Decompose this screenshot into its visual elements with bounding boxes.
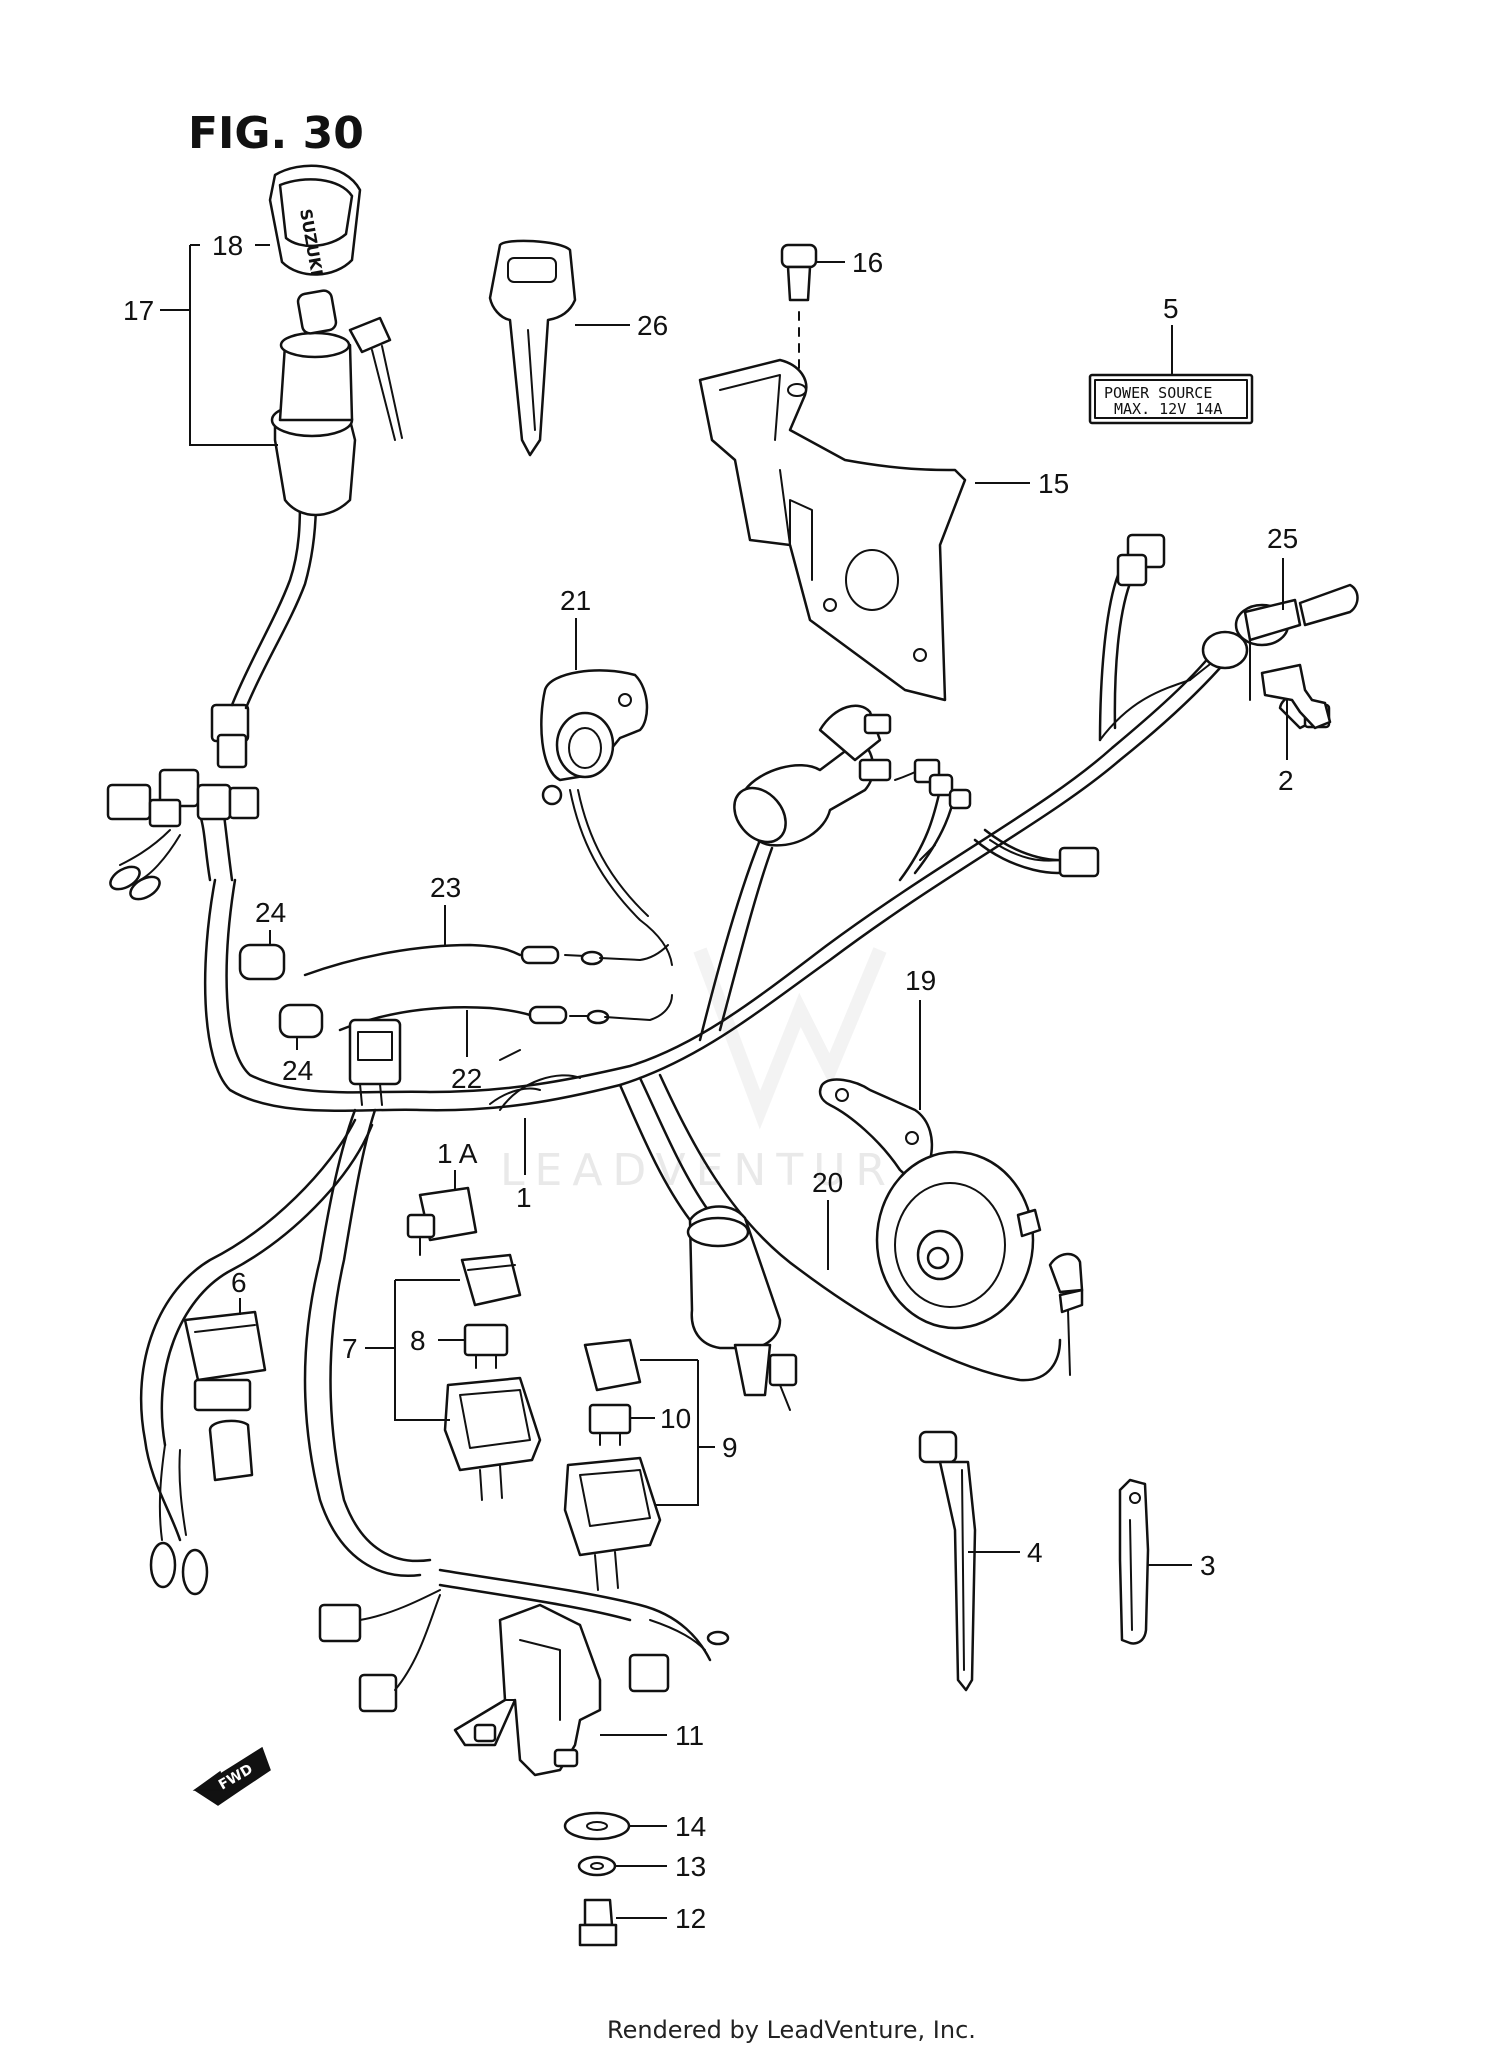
watermark: LEADVENTURE xyxy=(500,1145,934,1196)
power-source-label-plate: POWER SOURCE MAX. 12V 14A xyxy=(1088,373,1254,425)
callout-21: 21 xyxy=(560,585,591,616)
callout-24-lower: 24 xyxy=(282,1055,313,1086)
callout-10: 10 xyxy=(660,1403,691,1434)
wiring-harness xyxy=(139,573,1222,1662)
bracket-7-leader xyxy=(365,1279,460,1421)
washer-13 xyxy=(577,1855,617,1877)
callout-14: 14 xyxy=(675,1811,706,1842)
handlebar-switch xyxy=(540,669,673,966)
callout-25: 25 xyxy=(1267,523,1298,554)
callout-8: 8 xyxy=(410,1325,426,1356)
wire-lead-22 xyxy=(338,994,673,1032)
bracket xyxy=(698,358,967,702)
bracket-9-leader xyxy=(640,1359,715,1506)
figure-title: FIG. 30 xyxy=(188,108,364,159)
clamp-3 xyxy=(1118,1478,1150,1645)
ignition-coil-upper xyxy=(733,704,941,847)
callout-22: 22 xyxy=(451,1063,482,1094)
callout-4: 4 xyxy=(1027,1537,1043,1568)
fuse-10 xyxy=(588,1403,632,1446)
ignition-harness-connector xyxy=(210,498,318,769)
switch-25 xyxy=(1201,583,1359,730)
callout-24-upper: 24 xyxy=(255,897,286,928)
ignition-key-cap: SUZUKI xyxy=(268,164,362,277)
harness-small-connectors xyxy=(928,773,1100,878)
callout-19: 19 xyxy=(905,965,936,996)
ignition-bracket-leader xyxy=(160,244,278,446)
bolt-12 xyxy=(578,1898,618,1947)
callout-11: 11 xyxy=(675,1720,704,1751)
callout-16: 16 xyxy=(852,247,883,278)
plate-line-2: MAX. 12V 14A xyxy=(1114,400,1222,418)
ignition-coil-lower xyxy=(686,1205,798,1411)
callout-15: 15 xyxy=(1038,468,1069,499)
horn xyxy=(875,1150,1084,1376)
diode-24-lower xyxy=(278,1003,324,1039)
diode-24-upper xyxy=(238,943,286,981)
callout-23: 23 xyxy=(430,872,461,903)
callout-9: 9 xyxy=(722,1432,738,1463)
clamp-2 xyxy=(1260,663,1332,730)
callout-2: 2 xyxy=(1278,765,1294,796)
mounting-bracket-11 xyxy=(453,1603,602,1777)
top-right-connector xyxy=(1099,533,1219,741)
callout-1a: 1 A xyxy=(437,1138,478,1169)
watermark-logo xyxy=(693,947,887,1130)
callouts: 1 1 A 2 3 4 5 6 7 8 9 10 11 12 xyxy=(123,230,1298,1934)
washer-14 xyxy=(563,1811,631,1841)
fuse-holder-7-body xyxy=(443,1376,542,1501)
lower-connectors xyxy=(318,1589,730,1713)
left-connector-cluster xyxy=(106,768,260,901)
ignition-switch xyxy=(270,289,403,517)
relay-1a xyxy=(406,1186,478,1256)
callout-1: 1 xyxy=(516,1182,532,1213)
fuse-holder-9-body xyxy=(563,1456,662,1591)
fuse-holder-9-cover xyxy=(583,1338,642,1392)
plate-line-1: POWER SOURCE xyxy=(1104,384,1212,402)
callout-3: 3 xyxy=(1200,1550,1216,1581)
callout-13: 13 xyxy=(675,1851,706,1882)
wire-lead-23 xyxy=(303,943,669,977)
fuse-8 xyxy=(463,1323,509,1369)
key xyxy=(488,239,577,457)
callout-18: 18 xyxy=(212,230,243,261)
relay-6 xyxy=(149,1310,267,1596)
center-harness-connector xyxy=(348,1018,402,1106)
callout-26: 26 xyxy=(637,310,668,341)
callout-12: 12 xyxy=(675,1903,706,1934)
callout-5: 5 xyxy=(1163,293,1179,324)
footer-credit: Rendered by LeadVenture, Inc. xyxy=(607,2016,976,2044)
callout-17: 17 xyxy=(123,295,154,326)
callout-7: 7 xyxy=(342,1333,358,1364)
fwd-arrow: FWD xyxy=(192,1746,271,1806)
cable-tie-4 xyxy=(918,1430,977,1692)
fuse-holder-7-cover xyxy=(460,1253,522,1307)
bolt xyxy=(780,243,818,391)
callout-6: 6 xyxy=(231,1267,247,1298)
callout-20: 20 xyxy=(812,1167,843,1198)
